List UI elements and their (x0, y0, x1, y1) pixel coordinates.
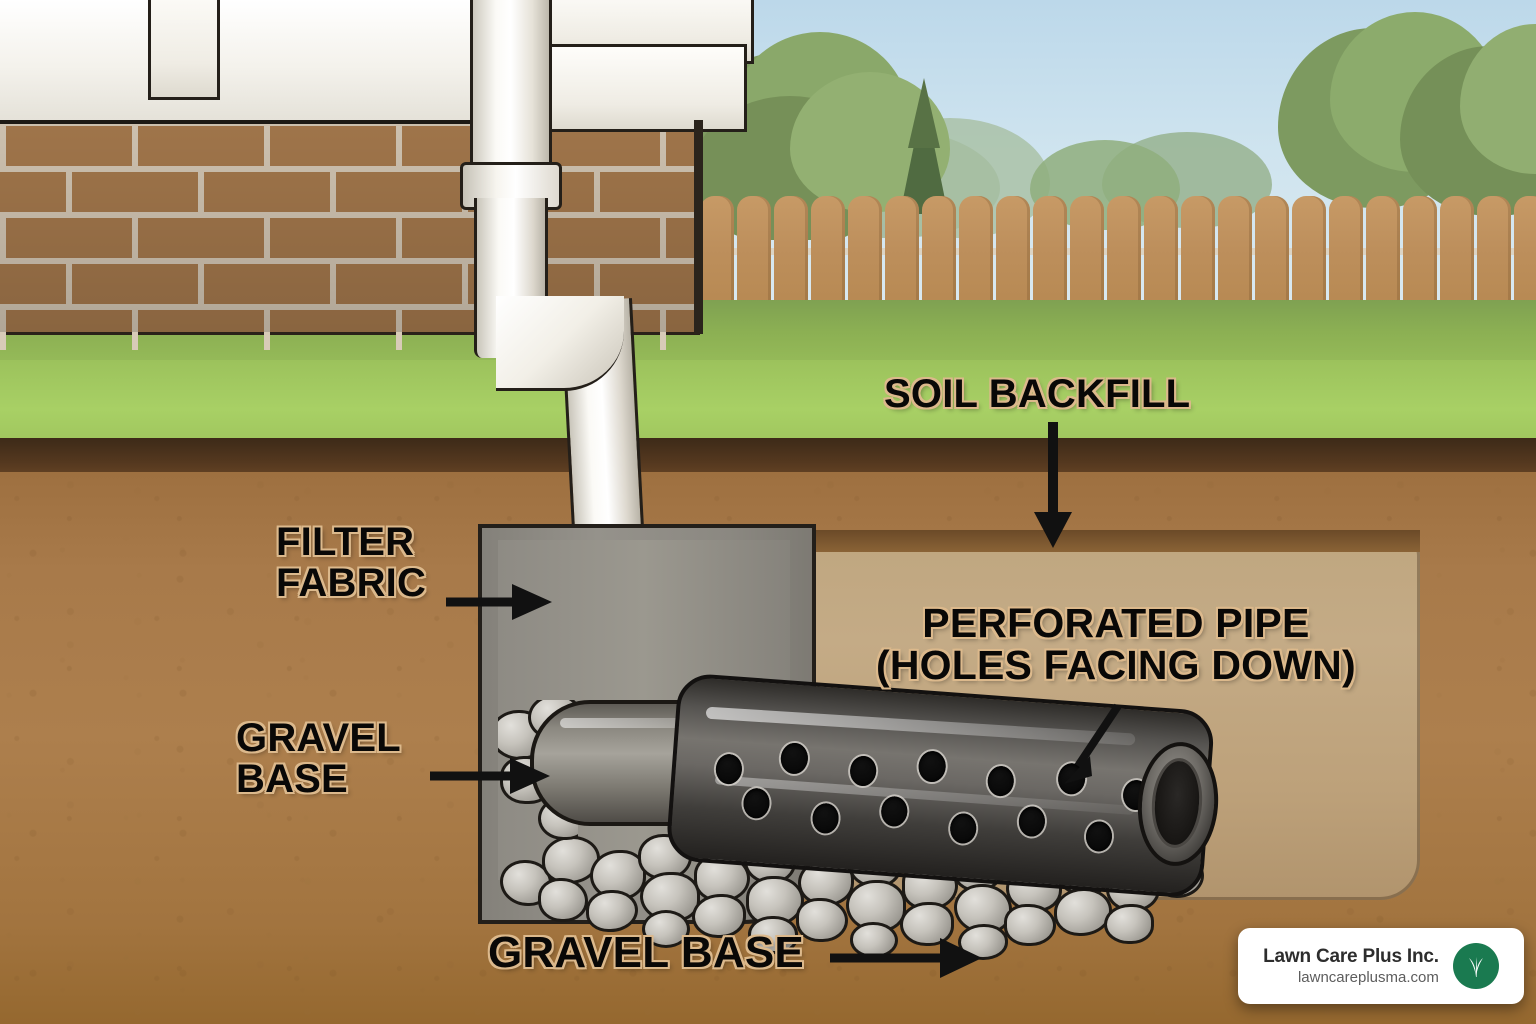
arrow-soil-backfill (1034, 422, 1072, 548)
arrow-filter-fabric (446, 584, 552, 620)
brick-mortar-joint (66, 258, 72, 304)
fence-picket (1514, 196, 1536, 328)
brick-mortar-joint (264, 120, 270, 166)
brick-mortar-joint (66, 166, 72, 212)
label-perforated-pipe: PERFORATED PIPE (HOLES FACING DOWN) (876, 600, 1356, 689)
pipe-hole (779, 741, 809, 775)
lawn-foreground (0, 360, 1536, 450)
arrow-gravel-base-bottom (830, 938, 982, 978)
pipe-hole (949, 812, 978, 845)
brick-mortar-joint (0, 120, 6, 166)
brick-mortar-joint (660, 212, 666, 258)
pipe-hole (917, 750, 947, 784)
brick-mortar-line (0, 166, 700, 172)
brick-mortar-joint (330, 166, 336, 212)
brick-mortar-joint (0, 304, 6, 350)
brick-mortar-joint (330, 258, 336, 304)
grass-icon (1452, 943, 1499, 989)
downspout-bend-mid (496, 296, 624, 391)
brick-mortar-joint (594, 166, 600, 212)
brick-mortar-joint (264, 304, 270, 350)
brick-mortar-line (0, 304, 700, 310)
brick-mortar-line (0, 212, 700, 218)
backfill-topsoil-cap (790, 530, 1420, 552)
brick-mortar-joint (594, 258, 600, 304)
label-filter-fabric: FILTER FABRIC (276, 520, 427, 606)
pipe-hole (1084, 820, 1114, 853)
logo-text-block: Lawn Care Plus Inc. lawncareplusma.com (1263, 946, 1439, 986)
wall-edge-trim (694, 120, 703, 334)
label-gravel-base-left: GRAVEL BASE (236, 716, 401, 802)
arrow-gravel-base-left (430, 758, 550, 794)
brick-mortar-joint (198, 258, 204, 304)
company-name: Lawn Care Plus Inc. (1263, 946, 1439, 967)
company-logo-badge[interactable]: Lawn Care Plus Inc. lawncareplusma.com (1238, 928, 1524, 1004)
brick-mortar-joint (396, 120, 402, 166)
brick-mortar-joint (396, 304, 402, 350)
brick-mortar-joint (0, 212, 6, 258)
brick-mortar-joint (132, 304, 138, 350)
pipe-hole (811, 802, 840, 835)
pipe-hole (880, 795, 909, 828)
pipe-hole (1017, 805, 1046, 838)
pipe-hole (849, 755, 878, 787)
brick-mortar-joint (198, 166, 204, 212)
perforated-drain-pipe (665, 672, 1216, 900)
arrow-perforated-pipe (1064, 703, 1122, 784)
brick-mortar-joint (132, 120, 138, 166)
brick-mortar-joint (396, 212, 402, 258)
brick-mortar-joint (132, 212, 138, 258)
label-soil-backfill: SOIL BACKFILL (884, 372, 1191, 416)
grey-pipe-highlight (560, 718, 740, 728)
pipe-hole (742, 787, 771, 820)
tree-canopy-group (700, 0, 1536, 240)
grass-blade-fringe (0, 340, 1536, 506)
window-frame (148, 0, 220, 100)
company-website: lawncareplusma.com (1297, 969, 1439, 986)
brick-mortar-line (0, 258, 700, 264)
label-gravel-base-bottom: GRAVEL BASE (488, 928, 804, 977)
downspout-vertical-upper (470, 0, 552, 174)
siding-panel-lower (545, 44, 747, 132)
brick-mortar-joint (660, 304, 666, 350)
brick-mortar-joint (462, 258, 468, 304)
pipe-hole (986, 765, 1015, 798)
brick-mortar-joint (660, 120, 666, 166)
brick-mortar-joint (264, 212, 270, 258)
